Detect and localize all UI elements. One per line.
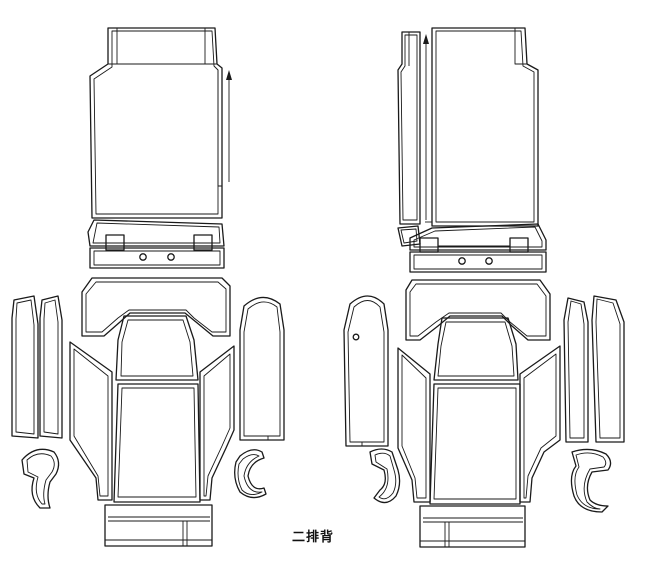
diagram-caption: 二排背 (291, 530, 334, 545)
right-narrow-strip (397, 31, 421, 225)
left-pattern-set (11, 27, 285, 547)
left-side-strip-outer (11, 295, 39, 439)
right-side-strip-outer (591, 295, 625, 443)
right-grain-arrow (423, 34, 429, 220)
right-hook-piece-1 (369, 448, 401, 504)
left-strap-panel (89, 247, 225, 269)
left-bottom-flap (104, 504, 213, 547)
right-hook-piece-2 (570, 448, 612, 513)
right-side-strip-inner (563, 297, 589, 443)
left-side-strip-inner (39, 295, 63, 439)
right-tall-side-panel (343, 295, 389, 447)
right-bottom-flap (419, 505, 526, 548)
left-tall-side-panel (239, 296, 285, 441)
right-backrest-panel (425, 27, 539, 227)
left-headrest-strip (87, 219, 225, 251)
right-pattern-set (343, 27, 625, 548)
right-strap-panel (409, 251, 547, 273)
left-seat-panel (69, 277, 235, 503)
left-backrest-panel (89, 27, 223, 219)
left-hook-piece-1 (21, 448, 60, 509)
right-headrest-strip (409, 223, 547, 253)
left-grain-arrow (226, 70, 232, 182)
right-seat-panel (397, 279, 561, 505)
right-small-tab (397, 225, 421, 247)
left-hook-piece-2 (234, 449, 267, 499)
